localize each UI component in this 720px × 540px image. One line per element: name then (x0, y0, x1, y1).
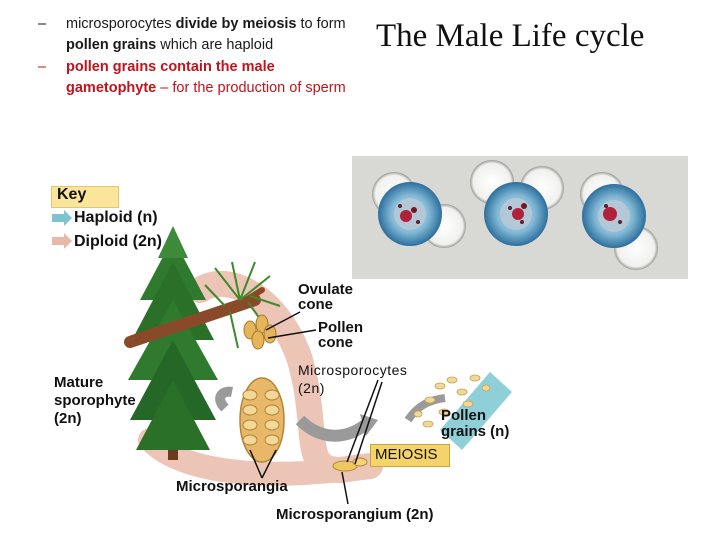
diploid-key-arrow-icon (52, 233, 72, 249)
cycle-arrow-icon (404, 394, 446, 423)
pollen-cone-label: Pollen cone (318, 319, 364, 351)
mature-sporophyte-label: Mature sporophyte (2n) (54, 374, 136, 427)
haploid-key-arrow-icon (52, 210, 72, 226)
bullet-1-text-d: pollen grains (66, 36, 157, 53)
bullet-list: – microsporocytes divide by meiosis to f… (38, 14, 358, 100)
pine-tree-icon (128, 226, 218, 460)
microsporangia-label: Microsporangia (176, 478, 288, 495)
microsporangium-label: Microsporangium (2n) (276, 506, 434, 523)
haploid-band (440, 372, 512, 450)
pollen-cone-cluster-icon (243, 314, 277, 350)
bullet-2: – pollen grains contain the male gametop… (38, 57, 358, 98)
leader-lines (249, 311, 383, 505)
cycle-arrow-icon (295, 415, 369, 442)
meiosis-badge: MEIOSIS (370, 444, 450, 467)
microsporocytes-label: Microsporocytes (2n) (298, 362, 408, 396)
bullet-dash: – (38, 59, 47, 75)
key-box (51, 186, 119, 208)
diploid-cycle-arc-lower (138, 428, 352, 486)
pollen-micrograph (352, 156, 688, 279)
pollen-grain-1 (372, 172, 466, 248)
pollen-grain-2 (470, 160, 564, 246)
ovulate-cone-label: Ovulate cone (298, 281, 354, 313)
cycle-arrow-icon (215, 386, 233, 412)
bullet-1-text-a: microsporocytes (66, 16, 176, 32)
pollen-grain-3 (580, 172, 658, 270)
key-haploid-label: Haploid (n) (74, 209, 158, 226)
pollen-cone-section-icon (239, 377, 285, 463)
bullet-2-text-a: pollen grains contain the male gametophy… (66, 59, 275, 96)
key-title: Key (57, 186, 87, 203)
bullet-1-text-b: divide by meiosis (175, 16, 297, 32)
key-diploid-label: Diploid (2n) (74, 233, 162, 250)
pollen-grains-label: Pollen grains (n) (441, 407, 510, 440)
slide-title: The Male Life cycle (376, 18, 645, 54)
bullet-1: – microsporocytes divide by meiosis to f… (38, 14, 358, 55)
bullet-dash: – (38, 16, 47, 32)
bullet-1-text-c: to form (296, 16, 346, 32)
pine-needles-icon (204, 261, 281, 349)
bullet-2-text-b: – for the production of sperm (156, 79, 346, 96)
meiosis-label: MEIOSIS (375, 446, 438, 463)
bullet-1-text-e: which are haploid (156, 36, 274, 53)
pollen-grains-icon (413, 374, 491, 428)
